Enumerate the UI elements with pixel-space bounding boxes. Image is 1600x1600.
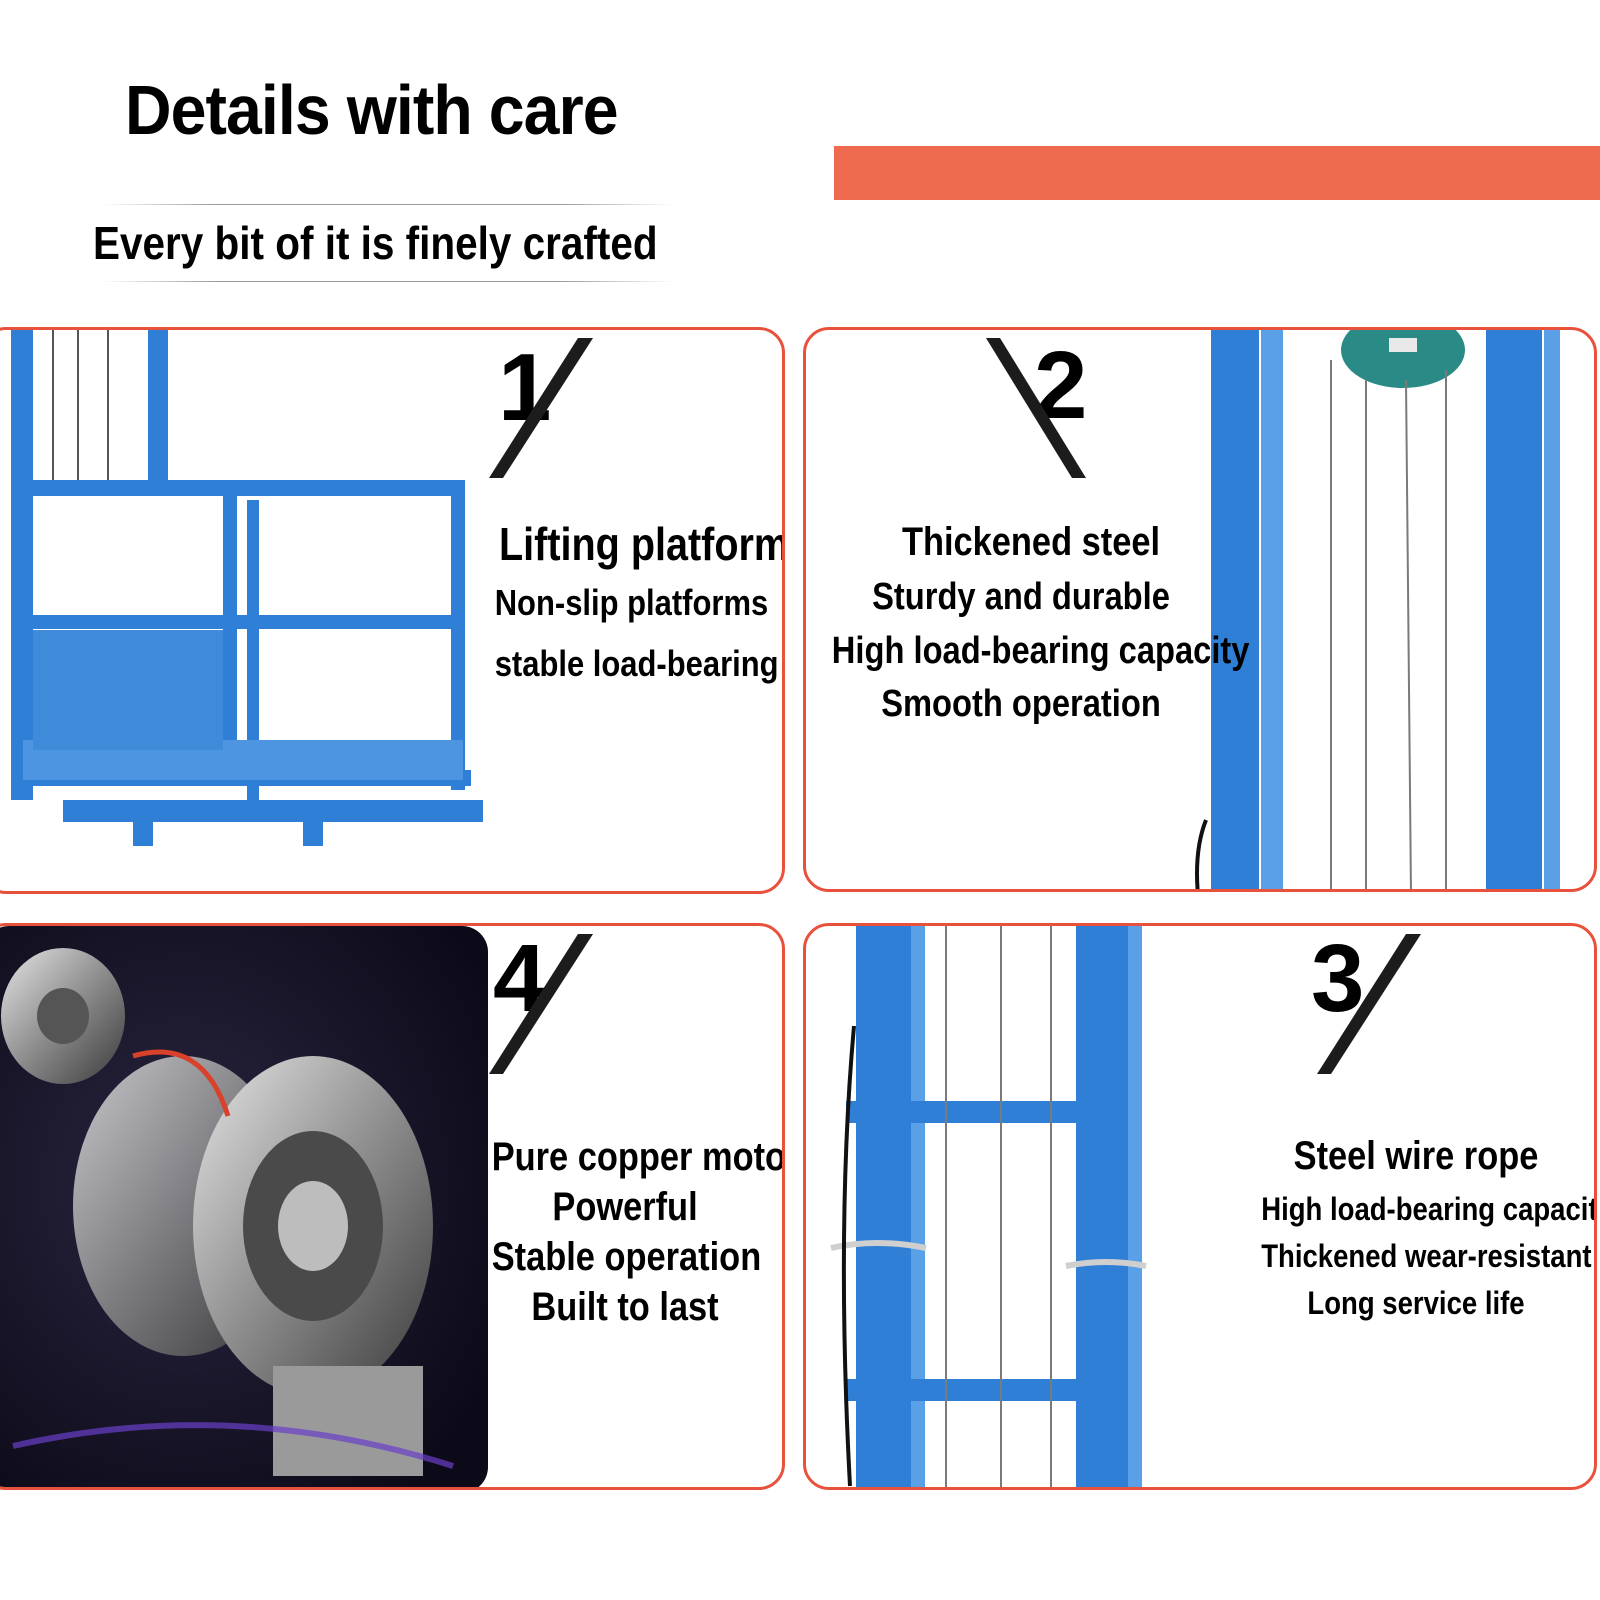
feature-heading-1: Lifting platforms <box>499 518 785 570</box>
feature-panel-wire-rope: 3 Steel wire rope High load-bearing capa… <box>803 923 1597 1490</box>
feature-line: Long service life <box>1307 1284 1525 1321</box>
divider-bottom <box>102 281 674 282</box>
page-title: Details with care <box>125 71 619 149</box>
motor-icon <box>0 926 488 1487</box>
feature-line: Sturdy and durable <box>872 576 1170 618</box>
wire-rope-icon <box>830 926 1147 1487</box>
platform-cage-icon <box>11 330 483 846</box>
feature-heading-2: Thickened steel <box>901 520 1161 564</box>
feature-line: Non-slip platforms <box>494 582 769 623</box>
feature-line: Built to last <box>531 1285 719 1329</box>
feature-line: High load-bearing capacity <box>831 629 1250 672</box>
feature-lines-3: High load-bearing capacity Thickened wea… <box>1261 1191 1597 1321</box>
feature-number-3: 3 <box>1311 925 1365 1032</box>
feature-heading-4: Pure copper motor <box>491 1135 785 1179</box>
divider-top <box>102 204 674 205</box>
slash-accent <box>489 338 593 478</box>
feature-lines-1: Non-slip platforms stable load-bearing <box>494 582 779 685</box>
slash-accent <box>489 934 593 1074</box>
slash-accent <box>986 338 1086 478</box>
feature-panel-platform: 1 Lifting platforms Non-slip platforms s… <box>0 327 785 894</box>
feature-number-1: 1 <box>498 334 552 441</box>
feature-line: Powerful <box>552 1185 698 1229</box>
feature-line: High load-bearing capacity <box>1261 1191 1597 1227</box>
page-subtitle: Every bit of it is finely crafted <box>93 217 658 269</box>
slash-accent <box>1317 934 1421 1074</box>
feature-panel-steel: 2 Thickened steel Sturdy and durable Hig… <box>803 327 1597 892</box>
feature-line: Smooth operation <box>881 683 1161 726</box>
feature-line: Stable operation <box>491 1235 762 1279</box>
feature-line: Thickened wear-resistant <box>1261 1237 1592 1274</box>
feature-heading-3: Steel wire rope <box>1293 1134 1539 1178</box>
feature-line: stable load-bearing <box>494 643 779 685</box>
steel-column-icon <box>1195 330 1560 889</box>
feature-lines-4: Pure copper motor Powerful Stable operat… <box>491 1134 785 1330</box>
feature-panel-motor: 4 Pure copper motor Powerful Stable oper… <box>0 923 785 1490</box>
feature-lines-2: Sturdy and durable High load-bearing cap… <box>831 576 1250 727</box>
accent-bar <box>834 146 1600 200</box>
